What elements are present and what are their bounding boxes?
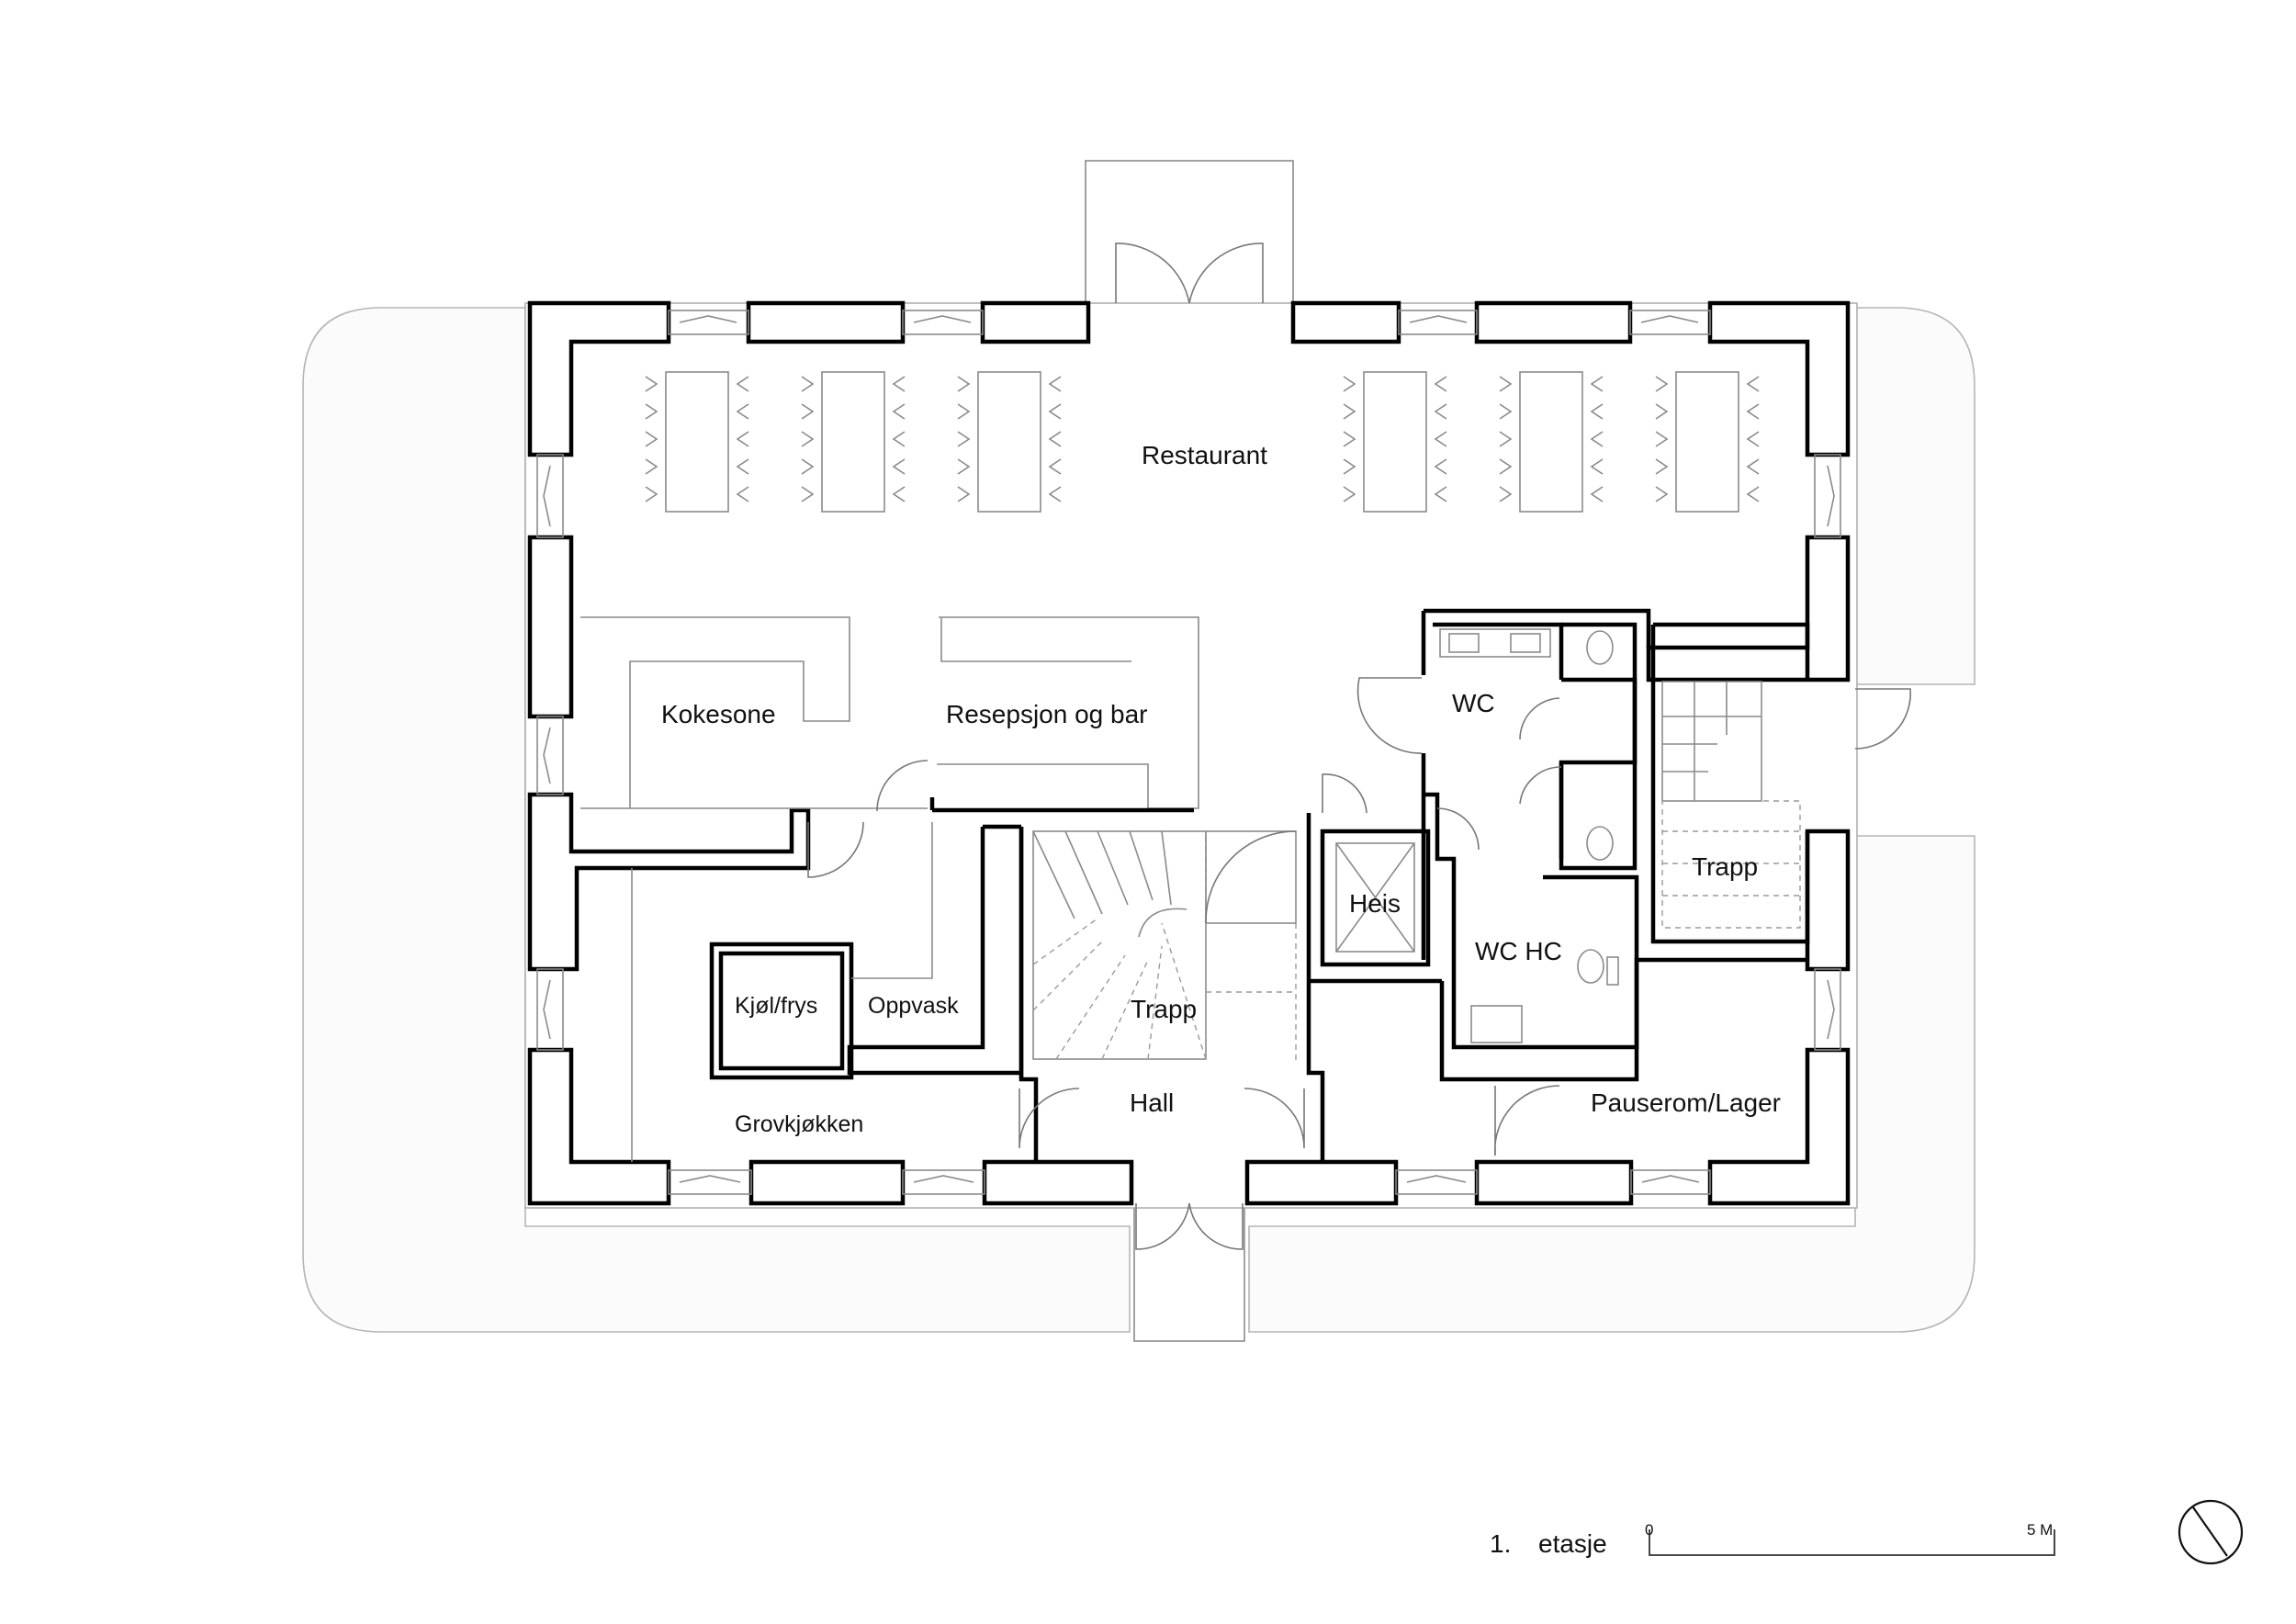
label-hall: Hall [1130,1088,1174,1117]
room-labels: Restaurant Kokesone Resepsjon og bar WC … [661,441,1781,1137]
wall-bottom-4 [1474,1159,1634,1206]
floor-number: 1. [1490,1529,1511,1558]
terrace-right-bottom [1248,835,1975,1333]
wall-top-2 [980,300,1091,344]
label-pauserom: Pauserom/Lager [1591,1088,1781,1117]
floor-name: etasje [1538,1529,1607,1558]
label-oppvask: Oppvask [868,993,959,1019]
wall-right-2 [1805,829,1851,972]
wall-top-4 [1474,300,1633,344]
wall-top-1 [746,300,906,344]
scale-end-label: 5 M [2027,1521,2053,1539]
label-kjol-frys: Kjøl/frys [735,993,817,1019]
label-grovkjokken: Grovkjøkken [735,1111,863,1137]
interior-doors [807,677,1911,1156]
wall-top-3 [1290,300,1401,344]
label-wc-hc: WC HC [1475,937,1562,965]
scale-bar: 0 5 M [1645,1521,2055,1556]
north-arrow-icon [2178,1499,2244,1565]
wall-corner-tl [527,300,671,457]
wall-bottom-2 [982,1159,1134,1206]
label-restaurant: Restaurant [1142,441,1267,469]
label-kokesone: Kokesone [661,700,776,728]
wall-corner-bl [527,1047,671,1206]
right-stair [1661,681,1801,929]
windows [536,310,1841,1195]
wall-bottom-1 [748,1159,906,1206]
label-trapp-center: Trapp [1131,995,1197,1023]
wall-corner-br [1707,1047,1851,1206]
center-stair [1032,830,1297,1061]
wall-corner-tr [1707,300,1851,457]
restaurant-tables [645,371,1760,513]
interior-walls [631,608,1810,1162]
wall-left-1 [527,535,574,719]
label-wc: WC [1452,689,1495,717]
exterior-walls [527,300,1851,1206]
terraces [302,160,1975,1342]
label-trapp-right: Trapp [1692,852,1758,881]
chairs [645,376,1760,502]
terrace-right-top [1854,307,1975,685]
entrance-porch-bottom [1133,1202,1245,1342]
terrace-left [302,307,1131,1333]
label-resepsjon: Resepsjon og bar [946,700,1147,728]
wall-bottom-3 [1244,1159,1399,1206]
building-floor [524,302,1858,1209]
drawing-caption: 1. etasje [1490,1529,1607,1558]
label-heis: Heis [1349,889,1401,918]
entrance-doors [1115,242,1264,1250]
sanitary [1439,628,1619,1043]
scale-start-label: 0 [1645,1521,1653,1539]
entrance-porch-top [1085,160,1294,309]
